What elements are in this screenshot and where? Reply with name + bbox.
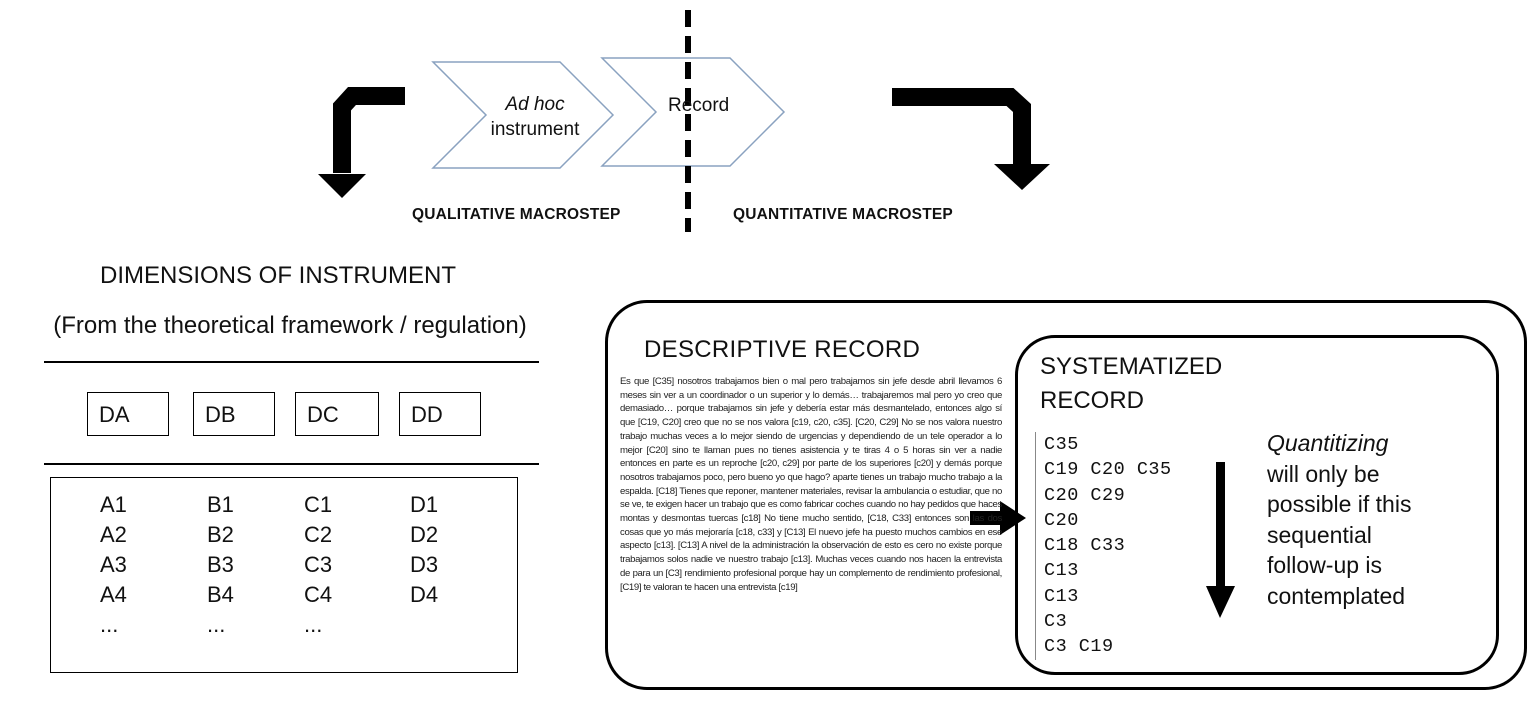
code-item: C2 [304, 522, 333, 547]
instrument-text: instrument [490, 119, 580, 140]
systematized-code-row: C19 C20 C35 [1044, 459, 1172, 481]
code-ellipsis: ... [207, 612, 226, 637]
down-arrow-icon [1206, 462, 1235, 618]
code-item: C3 [304, 552, 333, 577]
code-item: A4 [100, 582, 127, 607]
dimension-box-dd: DD [399, 392, 481, 436]
systematized-code-row: C20 [1044, 509, 1079, 531]
chevron-ad-hoc [431, 61, 615, 169]
code-item: A3 [100, 552, 127, 577]
quantitative-macrostep-label: QUANTITATIVE MACROSTEP [733, 206, 953, 223]
dimensions-subtitle: (From the theoretical framework / regula… [53, 312, 527, 339]
dimensions-title: DIMENSIONS OF INSTRUMENT [99, 262, 456, 289]
code-item: B2 [207, 522, 234, 547]
code-column-b: B1 B2 B3 B4 ... [207, 490, 234, 640]
code-column-a: A1 A2 A3 A4 ... [100, 490, 127, 640]
code-item: D2 [410, 522, 439, 547]
quantitizing-note: Quantitizing will only be possible if th… [1267, 428, 1411, 611]
systematized-title-line: SYSTEMATIZED [1040, 353, 1223, 380]
codes-box [50, 477, 518, 673]
chevron-ad-hoc-label: Ad hoc instrument [470, 92, 600, 142]
systematized-record-box [1015, 335, 1499, 675]
systematized-record-title: SYSTEMATIZED RECORD [1040, 350, 1222, 418]
code-item: A2 [100, 522, 127, 547]
code-ellipsis: ... [304, 612, 323, 637]
systematized-code-row: C20 C29 [1044, 484, 1126, 506]
note-line: possible if this [1267, 491, 1412, 517]
code-item: D3 [410, 552, 439, 577]
code-item: B1 [207, 492, 234, 517]
systematized-code-row: C3 C19 [1044, 636, 1114, 658]
code-ellipsis: ... [100, 612, 119, 637]
note-line: follow-up is [1267, 552, 1383, 578]
chevron-record [600, 57, 786, 167]
systematized-code-list: C35 C19 C20 C35 C20 C29 C20 C18 C33 C13 … [1035, 432, 1172, 660]
code-item: D4 [410, 582, 439, 607]
code-item: B4 [207, 582, 234, 607]
note-line: will only be [1267, 460, 1380, 487]
dimension-box-db: DB [193, 392, 275, 436]
code-item: C4 [304, 582, 333, 607]
ad-hoc-text: Ad hoc [505, 94, 565, 115]
systematized-code-row: C13 [1044, 585, 1079, 607]
record-outer-box [605, 300, 1527, 690]
dimension-box-da: DA [87, 392, 169, 436]
right-arrow-icon [970, 501, 1026, 535]
systematized-title-line: RECORD [1040, 387, 1145, 414]
code-column-c: C1 C2 C3 C4 ... [304, 490, 332, 640]
systematized-code-row: C13 [1044, 560, 1079, 582]
code-item: B3 [207, 552, 234, 577]
code-item: D1 [410, 492, 439, 517]
divider-top [44, 361, 539, 363]
code-item: C1 [304, 492, 333, 517]
note-line: sequential [1267, 521, 1372, 548]
chevron-record-label: Record [668, 95, 730, 116]
code-column-d: D1 D2 D3 D4 [410, 490, 438, 610]
systematized-code-row: C18 C33 [1044, 535, 1126, 557]
dimension-box-dc: DC [295, 392, 379, 436]
note-line: Quantitizing [1267, 430, 1389, 456]
descriptive-record-title: DESCRIPTIVE RECORD [644, 336, 921, 363]
systematized-code-row: C35 [1044, 434, 1079, 455]
systematized-code-row: C3 [1044, 611, 1068, 633]
qualitative-macrostep-label: QUALITATIVE MACROSTEP [412, 206, 621, 223]
right-bent-arrow-icon [892, 88, 1050, 190]
descriptive-record-text: Es que [C35] nosotros trabajamos bien o … [620, 376, 1002, 593]
note-line: contemplated [1267, 582, 1406, 609]
left-bent-arrow-icon [318, 87, 405, 198]
code-item: A1 [100, 492, 127, 517]
divider-bottom [44, 463, 539, 465]
